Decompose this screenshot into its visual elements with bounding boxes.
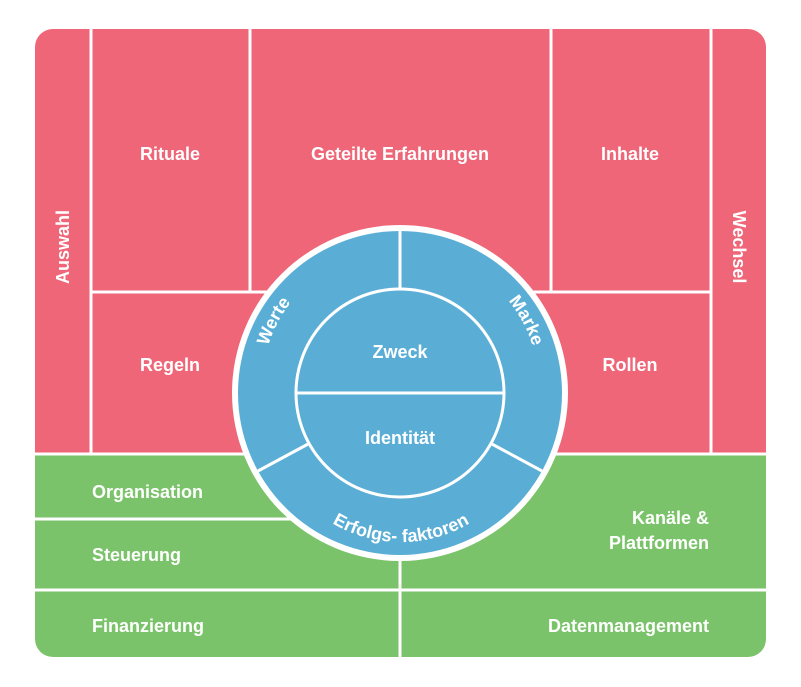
label-steuerung: Steuerung	[92, 545, 181, 565]
label-identitaet: Identität	[365, 428, 435, 448]
label-datenmanagement: Datenmanagement	[548, 616, 709, 636]
label-kanaele-line2: Plattformen	[609, 533, 709, 553]
label-inhalte: Inhalte	[601, 144, 659, 164]
label-regeln: Regeln	[140, 355, 200, 375]
label-zweck: Zweck	[372, 342, 428, 362]
label-rituale: Rituale	[140, 144, 200, 164]
label-geteilte-erfahrungen: Geteilte Erfahrungen	[311, 144, 489, 164]
label-rollen: Rollen	[602, 355, 657, 375]
label-organisation: Organisation	[92, 482, 203, 502]
label-kanaele-line1: Kanäle &	[632, 508, 709, 528]
core-circle	[232, 225, 568, 561]
label-finanzierung: Finanzierung	[92, 616, 204, 636]
label-auswahl: Auswahl	[53, 210, 73, 284]
label-wechsel: Wechsel	[729, 211, 749, 284]
